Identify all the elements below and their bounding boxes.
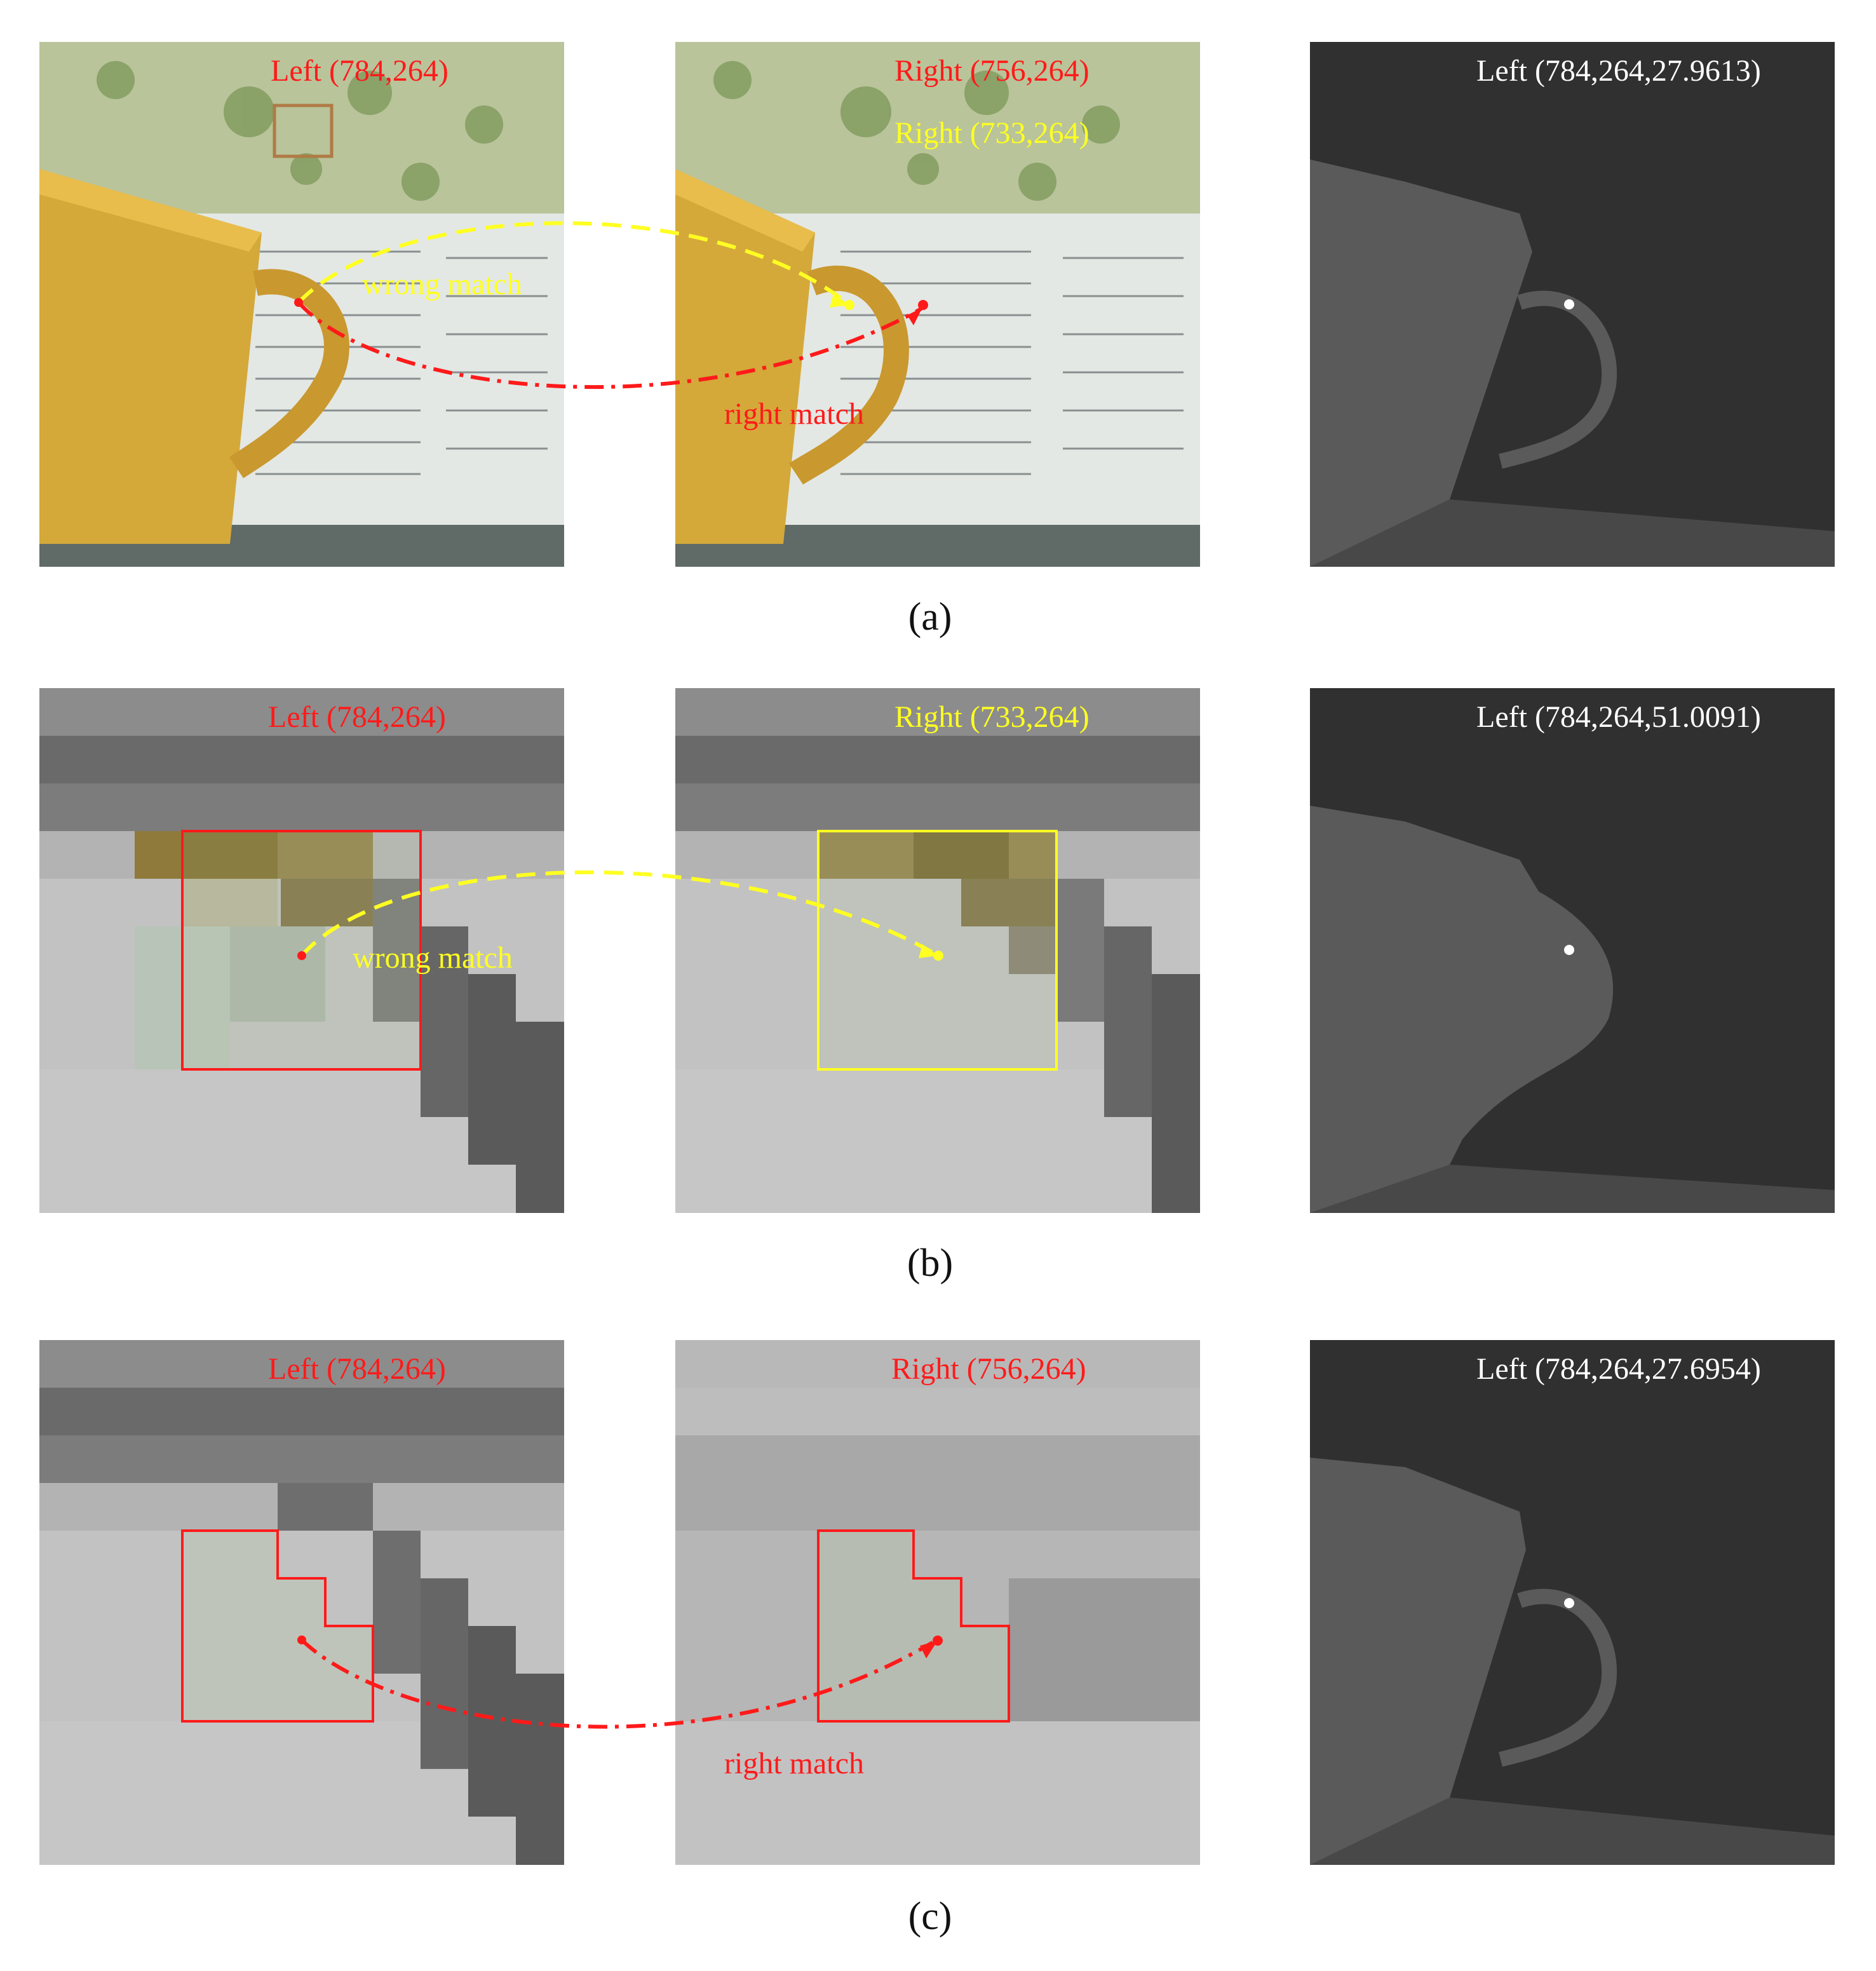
row-b-right-zoom: Right (733,264) (675, 688, 1200, 1213)
row-a-right-label-yellow: Right (733,264) (894, 116, 1090, 150)
row-c-right-match-label: right match (724, 1747, 864, 1780)
row-a-right-label-red: Right (756,264) (894, 54, 1090, 88)
row-a-disparity-map: Left (784,264,27.9613) (1310, 42, 1835, 567)
row-b-right-label: Right (733,264) (894, 700, 1090, 734)
row-a-disparity-label: Left (784,264,27.9613) (1476, 54, 1761, 88)
row-b-wrong-match-label: wrong match (353, 941, 513, 975)
row-c-left-zoom: Left (784,264) (39, 1340, 564, 1865)
row-a-wrong-match-label: wrong match (362, 268, 522, 301)
row-c-disparity-label: Left (784,264,27.6954) (1476, 1352, 1761, 1386)
row-b-disparity-label: Left (784,264,51.0091) (1476, 700, 1761, 734)
row-c-left-label: Left (784,264) (268, 1352, 446, 1386)
caption-a: (a) (908, 595, 952, 639)
row-a-right-photo: Right (756,264) Right (733,264) (675, 42, 1200, 567)
row-a-right-match-label: right match (724, 397, 864, 431)
row-b-disparity-map: Left (784,264,51.0091) (1310, 688, 1835, 1213)
row-a-left-label: Left (784,264) (271, 54, 449, 88)
row-c-disparity-map: Left (784,264,27.6954) (1310, 1340, 1835, 1865)
row-c-right-zoom: Right (756,264) (675, 1340, 1200, 1865)
row-c-right-label: Right (756,264) (891, 1352, 1086, 1386)
row-a-left-photo: Left (784,264) (39, 42, 564, 567)
caption-b: (b) (907, 1242, 954, 1285)
caption-c: (c) (908, 1895, 952, 1938)
row-b-left-label: Left (784,264) (268, 700, 446, 734)
